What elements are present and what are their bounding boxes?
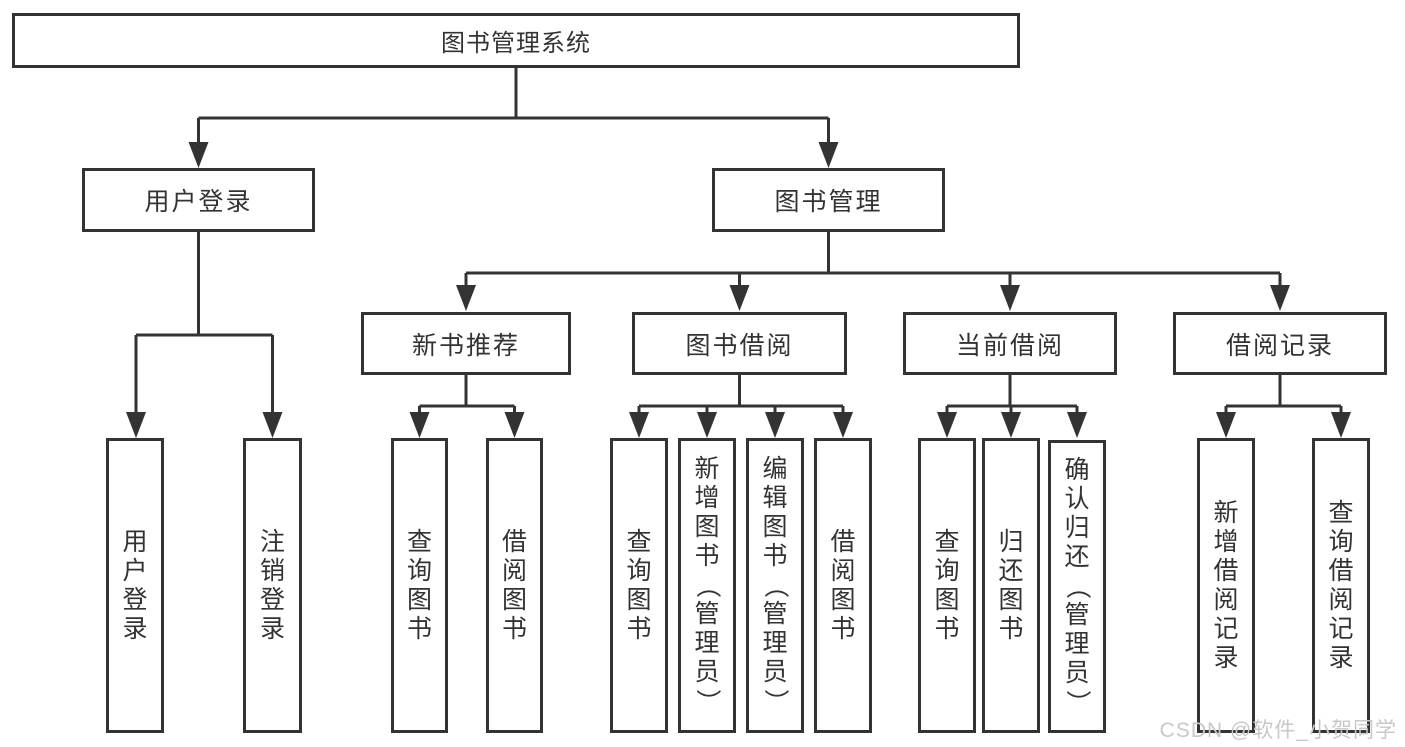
leaf-br-add-record: 新增借阅记录 — [1197, 438, 1255, 733]
node-current-borrow: 当前借阅 — [903, 312, 1117, 375]
leaf-cb-confirm-return-admin: 确认归还（管理员） — [1048, 440, 1106, 733]
node-new-books: 新书推荐 — [361, 312, 571, 375]
leaf-cb-return-books: 归还图书 — [982, 438, 1040, 733]
leaf-logout: 注销登录 — [243, 438, 302, 733]
leaf-bb-borrow-books: 借阅图书 — [814, 438, 872, 733]
node-book-borrow: 图书借阅 — [632, 312, 847, 375]
leaf-nb-query-books: 查询图书 — [391, 438, 448, 733]
leaf-nb-borrow-books: 借阅图书 — [486, 438, 543, 733]
leaf-user-login-label: 用户登录 — [122, 527, 148, 643]
node-book-management: 图书管理 — [712, 168, 945, 232]
leaf-cb-confirm-return-admin-label: 确认归还（管理员） — [1063, 456, 1092, 715]
leaf-br-add-record-label: 新增借阅记录 — [1213, 498, 1239, 672]
leaf-nb-borrow-books-label: 借阅图书 — [501, 527, 527, 643]
node-user-login: 用户登录 — [82, 168, 315, 232]
leaf-cb-query-books: 查询图书 — [918, 438, 976, 733]
leaf-bb-query-books-label: 查询图书 — [626, 527, 652, 643]
node-borrow-records: 借阅记录 — [1173, 312, 1387, 375]
node-new-books-label: 新书推荐 — [411, 331, 520, 360]
leaf-br-query-record-label: 查询借阅记录 — [1328, 498, 1354, 672]
node-user-login-label: 用户登录 — [144, 188, 253, 216]
leaf-bb-borrow-books-label: 借阅图书 — [830, 527, 856, 643]
connector-path — [134, 68, 1343, 416]
leaf-bb-add-books-admin: 新增图书（管理员） — [678, 438, 736, 733]
leaf-bb-edit-books-admin: 编辑图书（管理员） — [746, 438, 804, 733]
node-book-borrow-label: 图书借阅 — [685, 331, 794, 360]
leaf-nb-query-books-label: 查询图书 — [406, 527, 432, 643]
leaf-cb-return-books-label: 归还图书 — [998, 527, 1024, 643]
leaf-bb-edit-books-admin-label: 编辑图书（管理员） — [761, 455, 790, 714]
node-root: 图书管理系统 — [12, 13, 1020, 68]
node-root-label: 图书管理系统 — [441, 30, 591, 57]
arrowheads — [126, 142, 1351, 438]
leaf-logout-label: 注销登录 — [259, 527, 285, 643]
leaf-bb-query-books: 查询图书 — [610, 438, 668, 733]
node-borrow-records-label: 借阅记录 — [1225, 331, 1334, 360]
leaf-br-query-record: 查询借阅记录 — [1312, 438, 1370, 733]
node-current-borrow-label: 当前借阅 — [955, 331, 1064, 360]
leaf-cb-query-books-label: 查询图书 — [934, 527, 960, 643]
watermark: CSDN @软件_小贺同学 — [1159, 719, 1397, 742]
leaf-bb-add-books-admin-label: 新增图书（管理员） — [693, 455, 722, 714]
leaf-user-login: 用户登录 — [106, 438, 164, 733]
node-book-management-label: 图书管理 — [774, 188, 883, 216]
